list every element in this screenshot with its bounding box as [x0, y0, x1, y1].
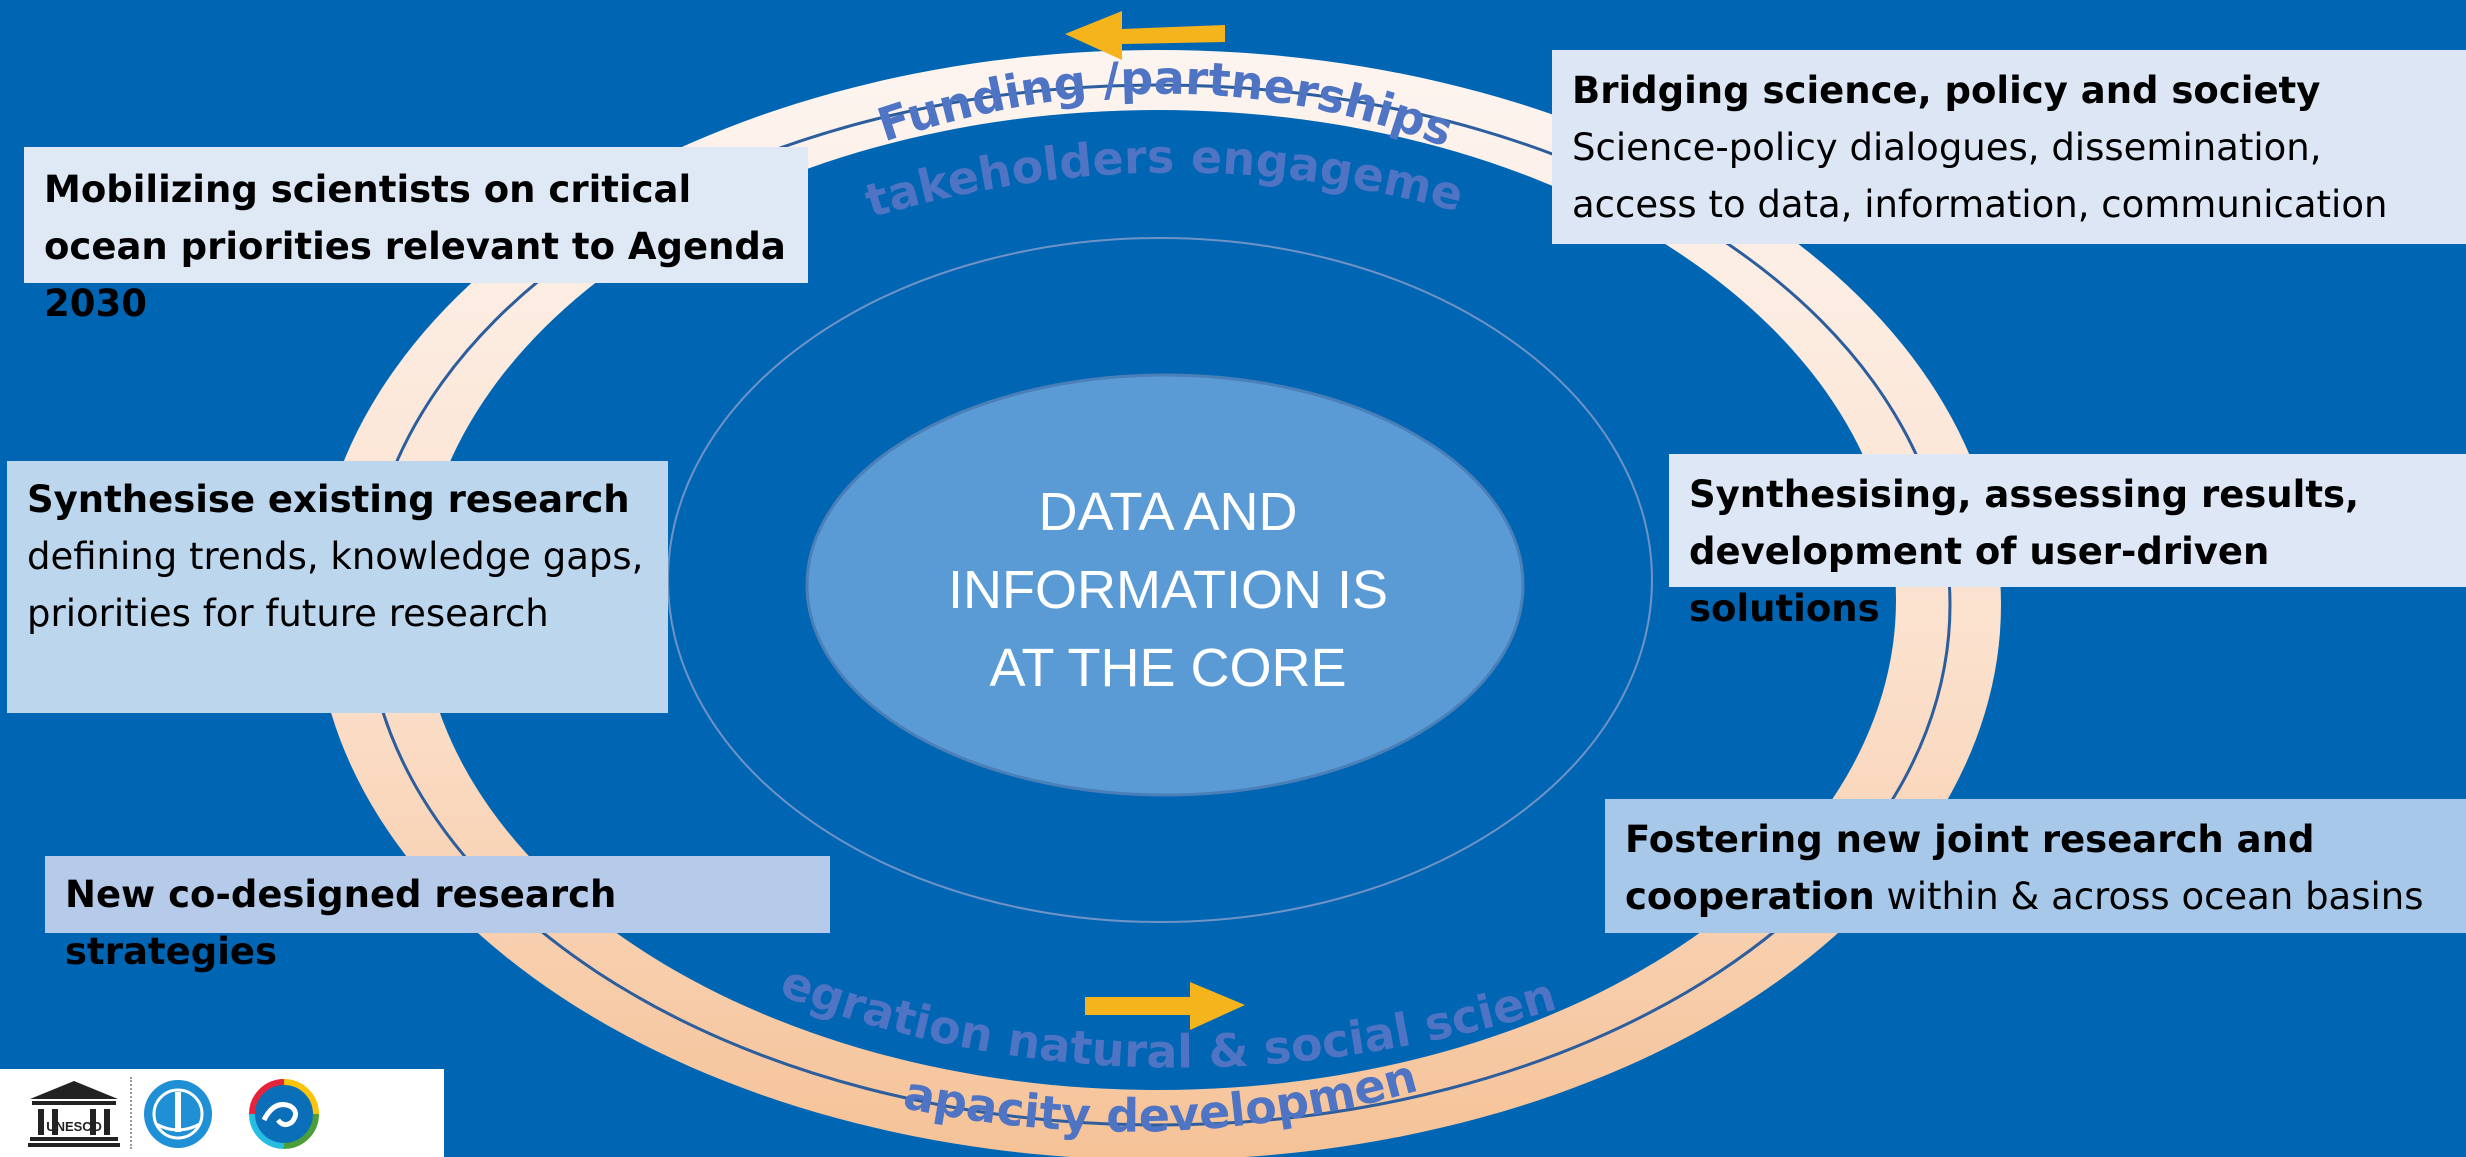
box-fostering-research: Fostering new joint research and coopera… [1605, 799, 2466, 933]
box-bridging-text: Science-policy dialogues, dissemination,… [1572, 126, 2388, 226]
box-mobilizing-scientists: Mobilizing scientists on critical ocean … [24, 147, 808, 325]
box-bridging-science: Bridging science, policy and society Sci… [1552, 50, 2466, 244]
core-line-3: AT THE CORE [989, 638, 1346, 698]
unesco-temple-icon: UNESCO [28, 1081, 120, 1147]
box-synthesise-title: Synthesise existing research [27, 478, 630, 521]
box-bridging-title: Bridging science, policy and society [1572, 69, 2321, 112]
logo-strip: UNESCO [0, 1069, 444, 1157]
box-synthesise-text: defining trends, knowledge gaps, priorit… [27, 535, 644, 635]
box-codesigned-strategies: New co-designed research strategies [45, 856, 830, 973]
box-assessing-title: Synthesising, assessing results, develop… [1689, 473, 2360, 630]
box-synthesise-research: Synthesise existing research defining tr… [7, 461, 668, 713]
core-line-2: INFORMATION IS [948, 560, 1388, 620]
inner-orbit-line [667, 237, 1653, 923]
svg-text:UNESCO: UNESCO [46, 1119, 102, 1134]
ioc-globe-icon [144, 1080, 212, 1148]
box-assessing-results: Synthesising, assessing results, develop… [1669, 454, 2466, 630]
box-fostering-title: Fostering new joint research and coopera… [1625, 818, 2315, 918]
ocean-decade-wave-icon [249, 1079, 319, 1149]
core-line-1: DATA AND [1038, 482, 1297, 542]
box-codesigned-title: New co-designed research strategies [65, 873, 617, 973]
logo-divider [130, 1077, 132, 1149]
arrow-left-icon [1065, 11, 1225, 60]
box-mobilizing-title: Mobilizing scientists on critical ocean … [44, 168, 786, 325]
box-fostering-text: within & across ocean basins [1886, 875, 2424, 918]
arrow-right-icon [1085, 982, 1245, 1030]
core-ellipse [805, 373, 1525, 797]
